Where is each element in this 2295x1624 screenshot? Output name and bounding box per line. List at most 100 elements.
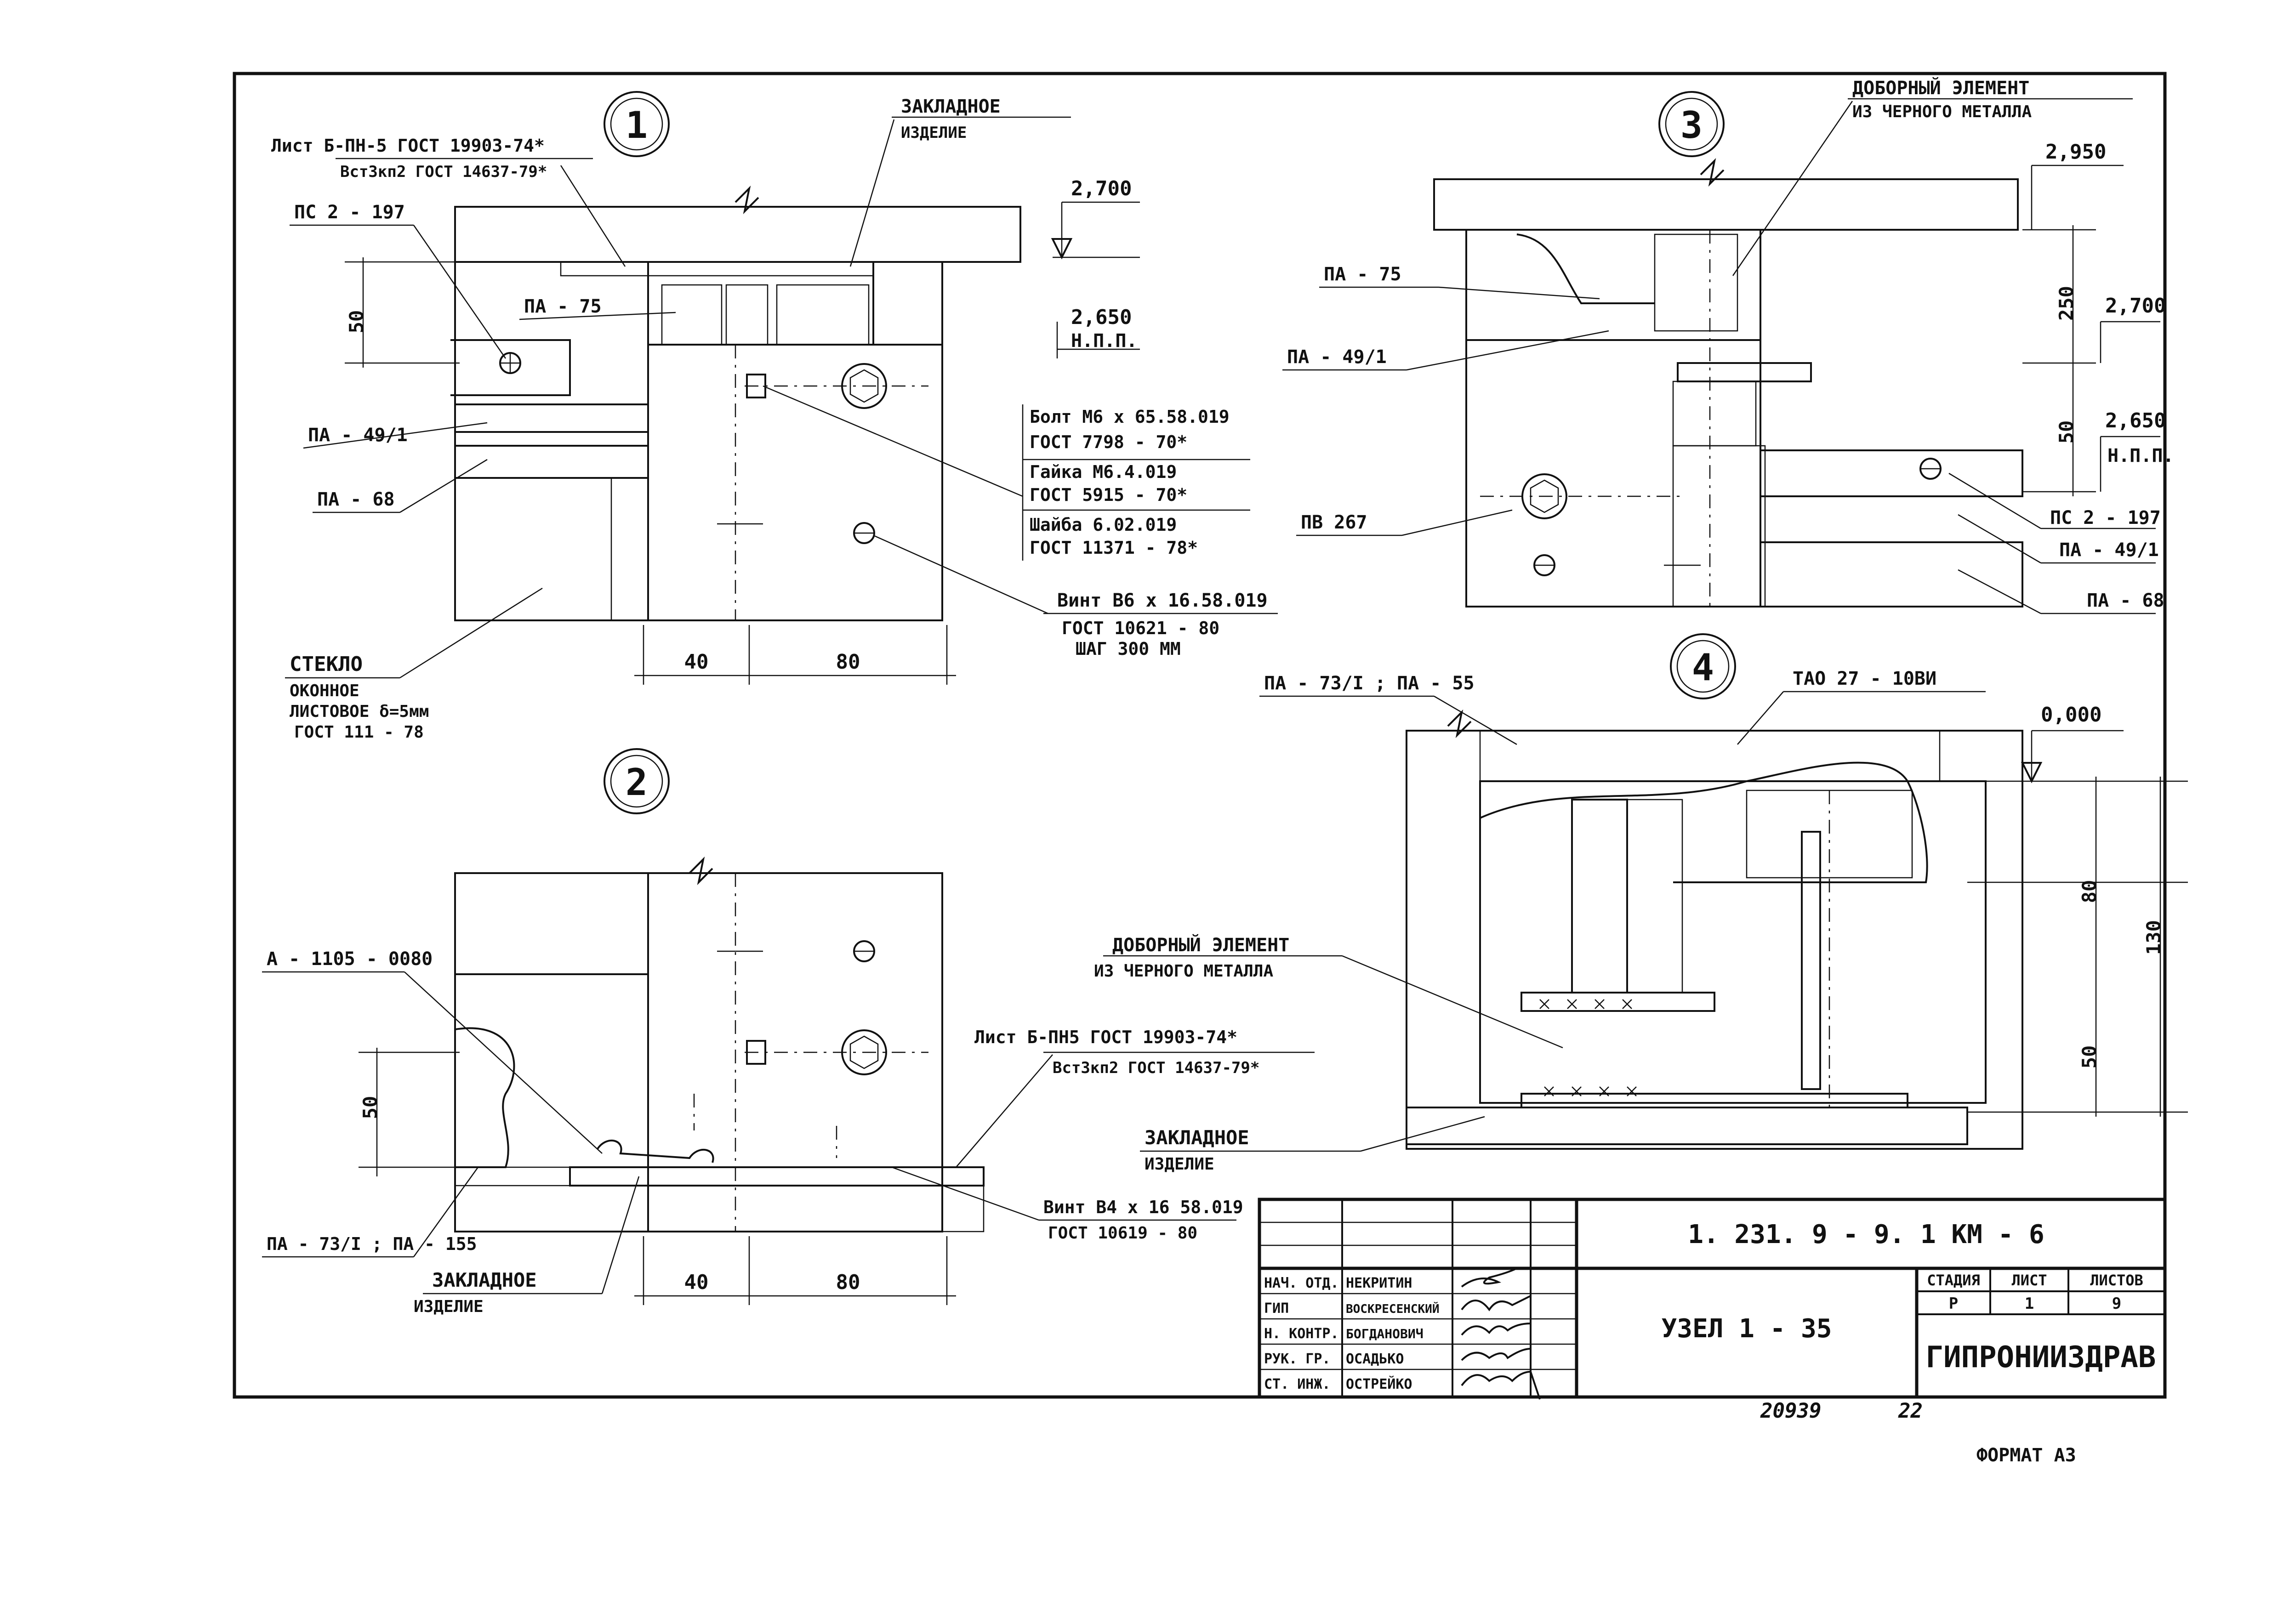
svg-text:А - 1105 - 0080: А - 1105 - 0080 (267, 948, 433, 970)
svg-text:Шайба 6.02.019: Шайба 6.02.019 (1030, 515, 1177, 535)
svg-text:ПА - 49/1: ПА - 49/1 (1287, 346, 1387, 368)
node-4-marker (1670, 633, 1736, 699)
node-1-bolt-spec: Болт М6 х 65.58.019 ГОСТ 7798 - 70* Гайк… (763, 385, 1250, 561)
svg-text:Вст3кп2 ГОСТ 14637-79*: Вст3кп2 ГОСТ 14637-79* (1053, 1059, 1259, 1077)
svg-text:3: 3 (1680, 104, 1703, 147)
svg-text:ГОСТ 5915 - 70*: ГОСТ 5915 - 70* (1030, 485, 1187, 505)
svg-text:БОГДАНОВИЧ: БОГДАНОВИЧ (1346, 1326, 1424, 1341)
svg-text:НЕКРИТИН: НЕКРИТИН (1346, 1275, 1412, 1291)
svg-text:ЛИСТОВОЕ δ=5мм: ЛИСТОВОЕ δ=5мм (290, 702, 429, 721)
svg-text:ПА - 75: ПА - 75 (524, 296, 602, 317)
svg-text:ГОСТ 11371 - 78*: ГОСТ 11371 - 78* (1030, 538, 1198, 558)
svg-text:50: 50 (345, 310, 368, 334)
svg-text:ГИП: ГИП (1264, 1300, 1289, 1317)
svg-text:ПС 2 - 197: ПС 2 - 197 (294, 202, 405, 223)
svg-text:СТАДИЯ: СТАДИЯ (1927, 1272, 1980, 1289)
svg-text:ДОБОРНЫЙ ЭЛЕМЕНТ: ДОБОРНЫЙ ЭЛЕМЕНТ (1852, 77, 2029, 99)
svg-text:ОСТРЕЙКО: ОСТРЕЙКО (1346, 1376, 1412, 1392)
svg-text:ВОСКРЕСЕНСКИЙ: ВОСКРЕСЕНСКИЙ (1346, 1301, 1440, 1316)
svg-text:Винт В4 х 16 58.019: Винт В4 х 16 58.019 (1043, 1197, 1243, 1217)
svg-text:ИЗДЕЛИЕ: ИЗДЕЛИЕ (901, 124, 967, 142)
svg-text:НАЧ. ОТД.: НАЧ. ОТД. (1264, 1275, 1339, 1291)
svg-text:ИЗ ЧЕРНОГО МЕТАЛЛА: ИЗ ЧЕРНОГО МЕТАЛЛА (1852, 102, 2032, 121)
svg-text:40: 40 (684, 1271, 709, 1294)
svg-text:ЗАКЛАДНОЕ: ЗАКЛАДНОЕ (432, 1269, 537, 1291)
svg-text:4: 4 (1692, 646, 1714, 689)
svg-text:9: 9 (2112, 1295, 2121, 1313)
svg-text:ПА - 73/I ; ПА - 55: ПА - 73/I ; ПА - 55 (1264, 673, 1475, 694)
svg-text:50: 50 (359, 1096, 382, 1119)
svg-text:ШАГ 300 ММ: ШАГ 300 ММ (1076, 639, 1181, 659)
node-1-glass-spec: СТЕКЛО ОКОННОЕ ЛИСТОВОЕ δ=5мм ГОСТ 111 -… (285, 587, 543, 742)
svg-text:50: 50 (2055, 420, 2078, 444)
node-2-detail: 2 50 40 80 А - 1105 - 0080 (262, 748, 1315, 1316)
node-1-screw-spec: Винт В6 х 16.58.019 ГОСТ 10621 - 80 ШАГ … (873, 534, 1278, 659)
svg-text:ЛИСТОВ: ЛИСТОВ (2090, 1272, 2143, 1289)
svg-text:ОСАДЬКО: ОСАДЬКО (1346, 1351, 1404, 1367)
node-1-detail: 1 50 (271, 91, 1278, 742)
svg-text:2,700: 2,700 (1071, 177, 1132, 200)
svg-text:ГОСТ 7798 - 70*: ГОСТ 7798 - 70* (1030, 432, 1187, 452)
drawing-code: 1. 231. 9 - 9. 1 КМ - 6 (1688, 1220, 2044, 1249)
svg-text:ГОСТ 10619 - 80: ГОСТ 10619 - 80 (1048, 1224, 1197, 1243)
signature-3 (1461, 1323, 1531, 1336)
svg-text:ПА - 73/I ; ПА - 155: ПА - 73/I ; ПА - 155 (267, 1234, 477, 1254)
signature-5 (1461, 1370, 1541, 1400)
drawing-title: УЗЕЛ 1 - 35 (1662, 1314, 1832, 1344)
title-block: 1. 231. 9 - 9. 1 КМ - 6 УЗЕЛ 1 - 35 ГИП Р… (1258, 1198, 2167, 1400)
node-1-marker (604, 91, 670, 157)
svg-text:ПА - 49/1: ПА - 49/1 (308, 425, 408, 446)
svg-text:250: 250 (2055, 286, 2078, 321)
svg-text:ЛИСТ: ЛИСТ (2011, 1272, 2047, 1289)
svg-text:РУК. ГР.: РУК. ГР. (1264, 1351, 1331, 1367)
svg-text:2,700: 2,700 (2105, 294, 2166, 318)
svg-text:80: 80 (836, 1271, 860, 1294)
svg-text:0,000: 0,000 (2041, 703, 2101, 727)
svg-text:80: 80 (2078, 880, 2101, 903)
svg-text:Лист Б-ПН5 ГОСТ 19903-74*: Лист Б-ПН5 ГОСТ 19903-74* (974, 1027, 1237, 1047)
page-number: 22 (1898, 1399, 1923, 1423)
format-label: ФОРМАТ А3 (1976, 1445, 2076, 1466)
svg-text:ОКОННОЕ: ОКОННОЕ (290, 681, 359, 700)
svg-text:ПА - 49/1: ПА - 49/1 (2059, 539, 2159, 561)
signature-1 (1461, 1267, 1517, 1288)
svg-text:80: 80 (836, 650, 860, 674)
svg-text:40: 40 (684, 650, 709, 674)
svg-text:ИЗДЕЛИЕ: ИЗДЕЛИЕ (414, 1297, 484, 1316)
svg-text:ПА - 68: ПА - 68 (2087, 590, 2164, 611)
svg-text:ИЗДЕЛИЕ: ИЗДЕЛИЕ (1145, 1155, 1214, 1174)
sheet-frame (233, 72, 2167, 1399)
svg-text:Гайка М6.4.019: Гайка М6.4.019 (1030, 462, 1177, 482)
node-1-number: 1 (626, 104, 648, 147)
svg-text:2,650: 2,650 (2105, 409, 2166, 432)
svg-text:ТАО 27 - 10ВИ: ТАО 27 - 10ВИ (1793, 668, 1936, 689)
svg-text:Н.П.П.: Н.П.П. (1071, 330, 1138, 352)
svg-text:ГОСТ 111 - 78: ГОСТ 111 - 78 (294, 723, 424, 742)
node-3-marker (1658, 91, 1725, 157)
svg-text:50: 50 (2078, 1045, 2101, 1069)
svg-text:ДОБОРНЫЙ ЭЛЕМЕНТ: ДОБОРНЫЙ ЭЛЕМЕНТ (1112, 934, 1289, 956)
node-3-detail: 3 250 50 2,950 2,700 (1282, 77, 2174, 614)
svg-text:2: 2 (626, 761, 648, 804)
svg-text:ПВ 267: ПВ 267 (1301, 512, 1367, 533)
node-1-sheet-label: Лист Б-ПН-5 ГОСТ 19903-74* (271, 136, 545, 156)
svg-text:130: 130 (2142, 920, 2165, 955)
svg-text:Н. КОНТР.: Н. КОНТР. (1264, 1326, 1339, 1342)
svg-text:Р: Р (1949, 1295, 1958, 1313)
svg-text:ЗАКЛАДНОЕ: ЗАКЛАДНОЕ (901, 96, 1001, 117)
svg-text:Вст3кп2 ГОСТ 14637-79*: Вст3кп2 ГОСТ 14637-79* (340, 163, 547, 181)
node-4-detail: 4 80 130 50 0,000 ПА - 73/I ; ПА - 55 (1094, 633, 2188, 1174)
svg-text:СТ. ИНЖ.: СТ. ИНЖ. (1264, 1376, 1331, 1392)
svg-text:2,650: 2,650 (1071, 306, 1132, 329)
svg-text:ГОСТ 10621 - 80: ГОСТ 10621 - 80 (1062, 618, 1219, 638)
node-2-marker (604, 748, 670, 814)
svg-text:ЗАКЛАДНОЕ: ЗАКЛАДНОЕ (1145, 1126, 1249, 1149)
svg-text:Болт М6 х 65.58.019: Болт М6 х 65.58.019 (1030, 407, 1230, 427)
signature-4 (1461, 1348, 1531, 1361)
svg-text:ИЗ ЧЕРНОГО МЕТАЛЛА: ИЗ ЧЕРНОГО МЕТАЛЛА (1094, 962, 1273, 981)
svg-text:ПА - 75: ПА - 75 (1324, 264, 1401, 285)
svg-text:Н.П.П.: Н.П.П. (2107, 445, 2174, 466)
svg-text:Винт В6 х 16.58.019: Винт В6 х 16.58.019 (1057, 590, 1268, 611)
archive-number: 20939 (1760, 1399, 1821, 1423)
signature-2 (1461, 1295, 1531, 1312)
